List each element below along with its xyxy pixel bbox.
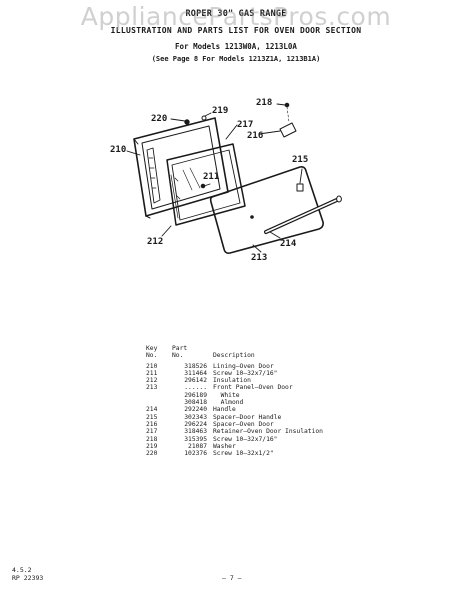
part-no-header-line1: Part: [172, 345, 188, 352]
parts-list-row: 308418 Almond: [146, 399, 323, 406]
key-no-header-line2: No.: [146, 352, 158, 360]
description-cell: Handle: [213, 406, 236, 414]
callout-210: 210: [110, 145, 126, 155]
key-no-cell: 212: [146, 377, 158, 385]
part-no-cell: 302343: [184, 413, 207, 421]
part-no-cell: 296189: [184, 391, 207, 399]
description-cell: Screw 10–32x7/16": [213, 435, 278, 443]
callout-220: 220: [151, 114, 167, 124]
callout-219: 219: [212, 106, 228, 116]
lining-oven-door-part: [133, 117, 229, 219]
description-cell: Almond: [213, 399, 244, 407]
revision-number: 4.5.2: [12, 566, 32, 574]
part-no-cell: 296142: [184, 377, 207, 385]
key-no-cell: 214: [146, 406, 158, 414]
part-no-cell: 308418: [184, 399, 207, 407]
description-cell: Screw 10–32x1/2": [213, 450, 274, 458]
part-no-cell: 102376: [184, 450, 207, 458]
key-no-cell: [146, 399, 166, 406]
key-no-cell: 216: [146, 420, 158, 428]
washer-part: [201, 115, 207, 121]
parts-list-row: 217 318463 Retainer–Oven Door Insulation: [146, 428, 323, 435]
callout-212: 212: [147, 237, 163, 247]
part-no-cell: 315395: [184, 435, 207, 443]
description-cell: Washer: [213, 442, 236, 450]
key-no-cell: 213: [146, 384, 158, 392]
oven-door-spacer-part: [279, 102, 297, 138]
parts-list-row: 220 102376 Screw 10–32x1/2": [146, 450, 323, 457]
form-number: RP 22393: [12, 574, 44, 582]
front-panel-part: [209, 166, 324, 254]
key-no-header-line1: Key: [146, 345, 158, 352]
callout-216: 216: [247, 131, 263, 141]
part-no-cell: 21087: [188, 442, 207, 450]
part-no-header-line2: No.: [172, 352, 184, 360]
callout-214: 214: [280, 239, 297, 249]
parts-list-row: 219 21087 Washer: [146, 443, 323, 450]
part-no-cell: ......: [184, 384, 207, 392]
parts-list-table: Key No. Part No. Description 210 318526 Li…: [146, 345, 323, 457]
description-cell: Lining–Oven Door: [213, 362, 274, 370]
parts-list-row: 215 302343 Spacer–Door Handle: [146, 414, 323, 421]
leader-lines: [126, 103, 303, 253]
key-no-cell: [146, 392, 166, 399]
page-number: – 7 –: [222, 574, 242, 582]
key-no-cell: 220: [146, 450, 158, 458]
see-page-note: (See Page 8 For Models 1213Z1A, 1213B1A): [151, 55, 321, 63]
insulation-retainer-part: [166, 143, 246, 226]
part-no-cell: 318463: [184, 428, 207, 436]
oven-door-exploded-diagram: 210 220 219 218 217 216 215 211 212 214 …: [110, 98, 342, 263]
description-cell: White: [213, 391, 240, 399]
callout-218: 218: [256, 98, 272, 108]
description-cell: Front Panel–Oven Door: [213, 384, 293, 392]
parts-list-row: 214 292240 Handle: [146, 406, 323, 413]
doc-subtitle: ILLUSTRATION AND PARTS LIST FOR OVEN DOO…: [110, 26, 362, 35]
description-cell: Spacer–Door Handle: [213, 413, 282, 421]
key-no-cell: 217: [146, 428, 158, 436]
document-code: 4.5.2 RP 22393: [12, 566, 43, 582]
parts-list-row: 216 296224 Spacer–Oven Door: [146, 421, 323, 428]
callout-213: 213: [251, 253, 267, 263]
door-handle-spacer-part: [296, 183, 304, 192]
description-header: Description: [213, 352, 255, 360]
description-cell: Insulation: [213, 377, 251, 385]
part-no-cell: 292240: [184, 406, 207, 414]
parts-list-row: 212 296142 Insulation: [146, 377, 323, 384]
parts-list-row: 296189 White: [146, 392, 323, 399]
parts-list-row: 210 318526 Lining–Oven Door: [146, 363, 323, 370]
doc-title: ROPER 30" GAS RANGE: [185, 9, 287, 19]
part-no-cell: 311464: [184, 369, 207, 377]
parts-list-header: Key No. Part No. Description: [146, 345, 323, 363]
callout-211: 211: [203, 172, 219, 182]
key-no-cell: 215: [146, 413, 158, 421]
description-cell: Retainer–Oven Door Insulation: [213, 428, 323, 436]
description-cell: Spacer–Oven Door: [213, 420, 274, 428]
parts-list-row: 218 315395 Screw 10–32x7/16": [146, 436, 323, 443]
key-no-cell: 211: [146, 369, 158, 377]
key-no-cell: 218: [146, 435, 158, 443]
parts-list-row: 211 311464 Screw 10–32x7/16": [146, 370, 323, 377]
description-cell: Screw 10–32x7/16": [213, 369, 278, 377]
handle-part: [264, 195, 342, 234]
parts-list-row: 213...... Front Panel–Oven Door: [146, 384, 323, 391]
part-no-cell: 296224: [184, 420, 207, 428]
part-no-cell: 318526: [184, 362, 207, 370]
screw-220-part: [184, 119, 190, 125]
model-line: For Models 1213W0A, 1213L0A: [175, 42, 297, 51]
callout-215: 215: [292, 155, 308, 165]
key-no-cell: 219: [146, 442, 158, 450]
callout-217: 217: [237, 120, 253, 130]
key-no-cell: 210: [146, 362, 158, 370]
